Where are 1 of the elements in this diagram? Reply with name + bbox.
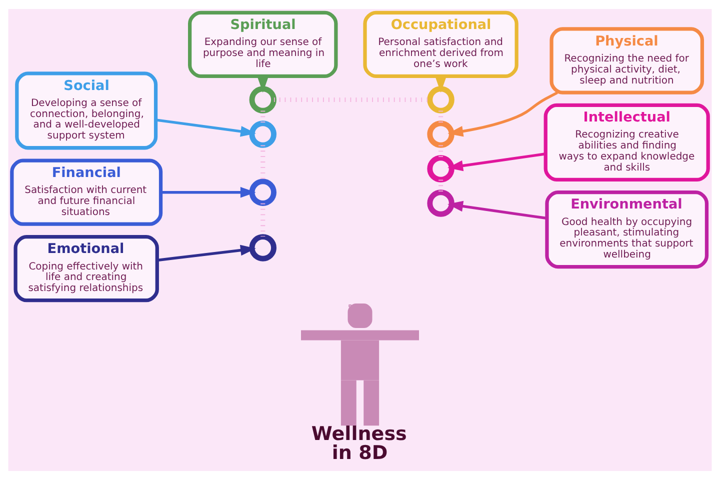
diagram-title: Wellness in 8D [311,422,407,464]
